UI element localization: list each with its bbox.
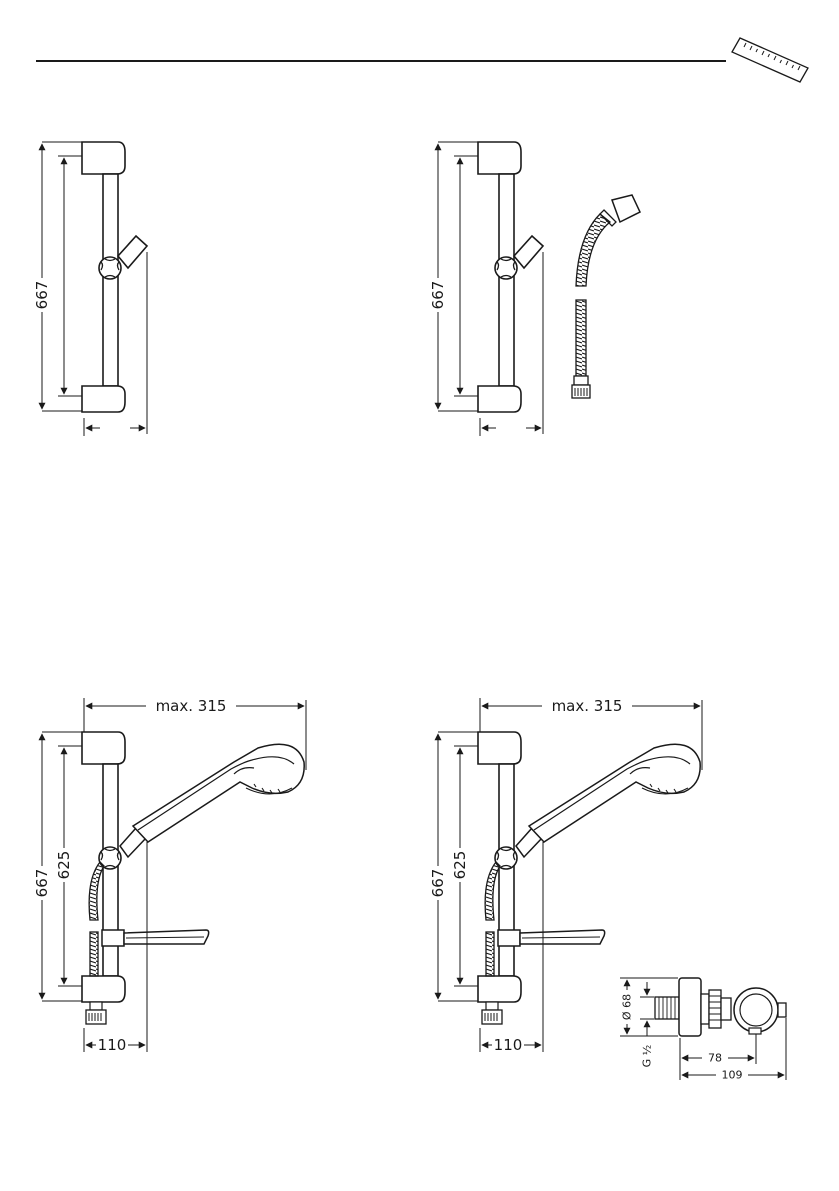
depth-dim-label: 110 [98, 1036, 127, 1054]
figure-set-handshower: 667 625 max. 315 110 [33, 697, 306, 1054]
inner-dim-label: 625 [451, 851, 469, 880]
depth-dim-label: 110 [494, 1036, 523, 1054]
figure-wall-connector: Ø 68 G ½ 78 109 [620, 978, 786, 1082]
inner-height-dimension [454, 156, 478, 396]
depth-a-dimension: 78 [680, 1034, 756, 1080]
height-dim-label: 667 [429, 281, 447, 310]
depth-dimension: 110 [84, 1028, 145, 1054]
inner-dim-label: 625 [55, 851, 73, 880]
depth-dimension [480, 418, 541, 436]
figure-bar-with-hose: 667 [429, 142, 543, 436]
height-dim-label: 667 [429, 869, 447, 898]
height-dim-label: 667 [33, 869, 51, 898]
height-dimension: 667 [429, 142, 478, 411]
depth-dimension [84, 418, 145, 436]
connector-drawing [655, 978, 786, 1036]
ruler-icon [732, 38, 808, 82]
inner-height-dimension [58, 156, 82, 396]
inner-height-dimension: 625 [55, 746, 82, 986]
reach-dim-label: max. 315 [552, 697, 623, 715]
set-drawing [82, 700, 306, 1052]
depth-dimension: 110 [480, 1028, 541, 1054]
depth-a-dim-label: 78 [708, 1052, 722, 1065]
figure-bar-only: 667 [33, 142, 147, 436]
depth-b-dim-label: 109 [722, 1069, 743, 1082]
thread-dimension: G ½ [640, 982, 654, 1067]
reach-dimension: max. 315 [480, 697, 700, 732]
diameter-dim-label: Ø 68 [621, 994, 634, 1020]
shower-hose-drawing [572, 195, 640, 398]
thread-dim-label: G ½ [641, 1045, 654, 1068]
height-dimension: 667 [33, 142, 82, 411]
bar-drawing [478, 142, 543, 434]
reach-dim-label: max. 315 [156, 697, 227, 715]
bar-drawing [82, 142, 147, 434]
height-dim-label: 667 [33, 281, 51, 310]
reach-dimension: max. 315 [84, 697, 304, 732]
inner-height-dimension: 625 [451, 746, 478, 986]
